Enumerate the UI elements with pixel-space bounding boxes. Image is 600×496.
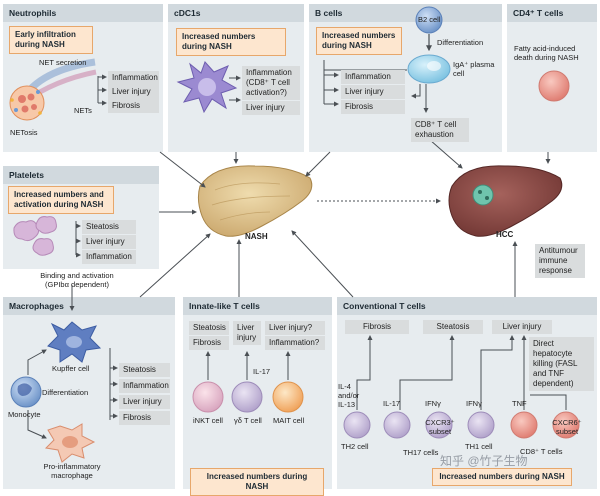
cd4-text: Fatty acid-induced death during NASH — [514, 44, 579, 62]
th17-label: TH17 cells — [403, 448, 439, 457]
net-secretion-label: NET secretion — [39, 58, 87, 67]
th2-label: TH2 cell — [341, 442, 369, 451]
conventional-highlight: Increased numbers during NASH — [432, 468, 572, 486]
cdc1s-effect-inflammation: Inflammation (CD8⁺ T cell activation?) — [242, 66, 300, 100]
innate-title: Innate-like T cells — [183, 297, 332, 315]
bcell-effect-liver-injury: Liver injury — [341, 85, 405, 99]
conv-il17-label: IL-17 — [383, 399, 401, 408]
conv-fibrosis: Fibrosis — [345, 320, 409, 334]
cxcr3-cell-icon — [425, 411, 453, 439]
cxcr3-label: CXCR3⁺ subset — [425, 418, 455, 436]
conv-liver-injury: Liver injury — [492, 320, 552, 334]
th1-label: TH1 cell — [465, 442, 493, 451]
inkt-label: iNKT cell — [193, 416, 223, 425]
cd8-cell-icon — [510, 411, 538, 439]
macrophage-differentiation-label: Differentiation — [42, 388, 89, 397]
nets-label: NETs — [74, 106, 92, 115]
nash-liver-icon — [197, 165, 313, 237]
hcc-liver-icon — [448, 165, 563, 237]
il4-label: IL-4 and/or IL-13 — [338, 382, 360, 409]
bcell-effect-inflammation: Inflammation — [341, 70, 405, 84]
neutrophil-net-icon — [9, 58, 97, 121]
bcells-highlight: Increased numbers during NASH — [316, 27, 402, 55]
neutrophils-highlight: Early infiltration during NASH — [9, 26, 93, 54]
plasma-cell-label: IgA⁺ plasma cell — [453, 60, 495, 78]
platelet-binding-label: Binding and activation (GPIbα dependent) — [40, 271, 114, 289]
innate-inflammation-q: Inflammation? — [265, 336, 325, 350]
innate-highlight: Increased numbers during NASH — [190, 468, 324, 496]
watermark: 知乎 @竹子生物 — [440, 454, 528, 468]
neutrophils-title: Neutrophils — [3, 4, 163, 22]
innate-fibrosis: Fibrosis — [189, 336, 229, 350]
cxcr6-label: CXCR6⁺ subset — [552, 418, 582, 436]
th2-cell-icon — [343, 411, 371, 439]
cd4-title: CD4⁺ T cells — [507, 4, 597, 22]
proinflammatory-label: Pro-inflammatory macrophage — [43, 462, 101, 480]
neutrophil-effect-liver-injury: Liver injury — [108, 85, 159, 99]
macrophage-effect-inflammation: Inflammation — [119, 379, 170, 393]
platelet-effect-steatosis: Steatosis — [82, 220, 136, 234]
tnf-label: TNF — [512, 399, 527, 408]
th1-cell-icon — [467, 411, 495, 439]
neutrophil-effect-inflammation: Inflammation — [108, 71, 159, 85]
macrophage-effect-liver-injury: Liver injury — [119, 395, 170, 409]
b-differentiation-label: Differentiation — [437, 38, 484, 47]
mait-label: MAIT cell — [273, 416, 305, 425]
cdc1s-effect-liver-injury: Liver injury — [242, 101, 300, 115]
dendritic-cell-icon — [176, 61, 238, 114]
kupffer-label: Kupffer cell — [52, 364, 90, 373]
b2-cell-label: B2 cell — [418, 15, 441, 24]
cdc1s-highlight: Increased numbers during NASH — [176, 28, 286, 56]
cd4-cell-icon — [538, 70, 570, 102]
cxcr6-cell-icon — [552, 411, 580, 439]
macrophages-title: Macrophages — [3, 297, 175, 315]
bcells-title: B cells — [309, 4, 502, 22]
macrophage-effect-steatosis: Steatosis — [119, 363, 170, 377]
macrophage-effect-fibrosis: Fibrosis — [119, 411, 170, 425]
platelets-title: Platelets — [3, 166, 159, 184]
antitumour-box: Antitumour immune response — [535, 244, 585, 278]
platelet-effect-inflammation: Inflammation — [82, 250, 136, 264]
neutrophil-effect-fibrosis: Fibrosis — [108, 99, 159, 113]
gd-t-cell-icon — [231, 381, 263, 413]
ifng-label-2: IFNγ — [466, 399, 482, 408]
connector-lines — [27, 60, 567, 439]
monocyte-label: Monocyte — [8, 410, 41, 419]
th17-cell-icon — [383, 411, 411, 439]
nash-label: NASH — [245, 232, 268, 241]
b-cell-icons — [407, 6, 451, 84]
cd8-label: CD8⁺ T cells — [520, 447, 563, 456]
kupffer-cell-icon — [47, 321, 102, 363]
platelets-highlight: Increased numbers and activation during … — [8, 186, 114, 214]
conv-steatosis: Steatosis — [423, 320, 483, 334]
conv-killing-box: Direct hepatocyte killing (FASL and TNF … — [529, 337, 594, 391]
innate-liver-injury: Liver injury — [233, 321, 261, 345]
innate-liver-injury-q: Liver injury? — [265, 321, 325, 335]
cdc1s-title: cDC1s — [168, 4, 304, 22]
platelet-icons — [13, 216, 57, 256]
gd-t-label: γδ T cell — [234, 416, 262, 425]
cd8-exhaustion-box: CD8⁺ T cell exhaustion — [411, 118, 469, 142]
innate-il17-label: IL-17 — [253, 367, 271, 376]
inkt-cell-icon — [192, 381, 224, 413]
mait-cell-icon — [272, 381, 304, 413]
conventional-title: Conventional T cells — [337, 297, 597, 315]
bcell-effect-fibrosis: Fibrosis — [341, 100, 405, 114]
platelet-effect-liver-injury: Liver injury — [82, 235, 136, 249]
netosis-label: NETosis — [10, 128, 38, 137]
pro-inflammatory-macrophage-icon — [44, 423, 96, 463]
innate-steatosis: Steatosis — [189, 321, 229, 335]
hcc-label: HCC — [496, 230, 514, 239]
monocyte-icon — [10, 376, 42, 408]
ifng-label-1: IFNγ — [425, 399, 441, 408]
